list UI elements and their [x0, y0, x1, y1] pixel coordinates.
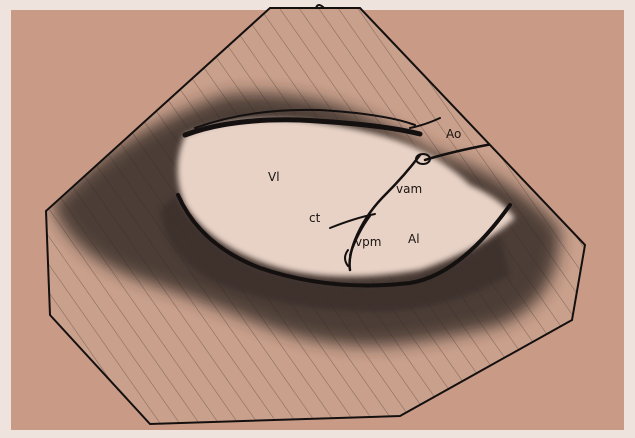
label-ct: ct — [309, 211, 321, 225]
label-al: Al — [408, 232, 420, 246]
label-vi: Vl — [268, 170, 280, 184]
label-vam: vam — [396, 182, 422, 196]
label-vpm: vpm — [355, 235, 381, 249]
label-ao: Ao — [446, 127, 461, 141]
